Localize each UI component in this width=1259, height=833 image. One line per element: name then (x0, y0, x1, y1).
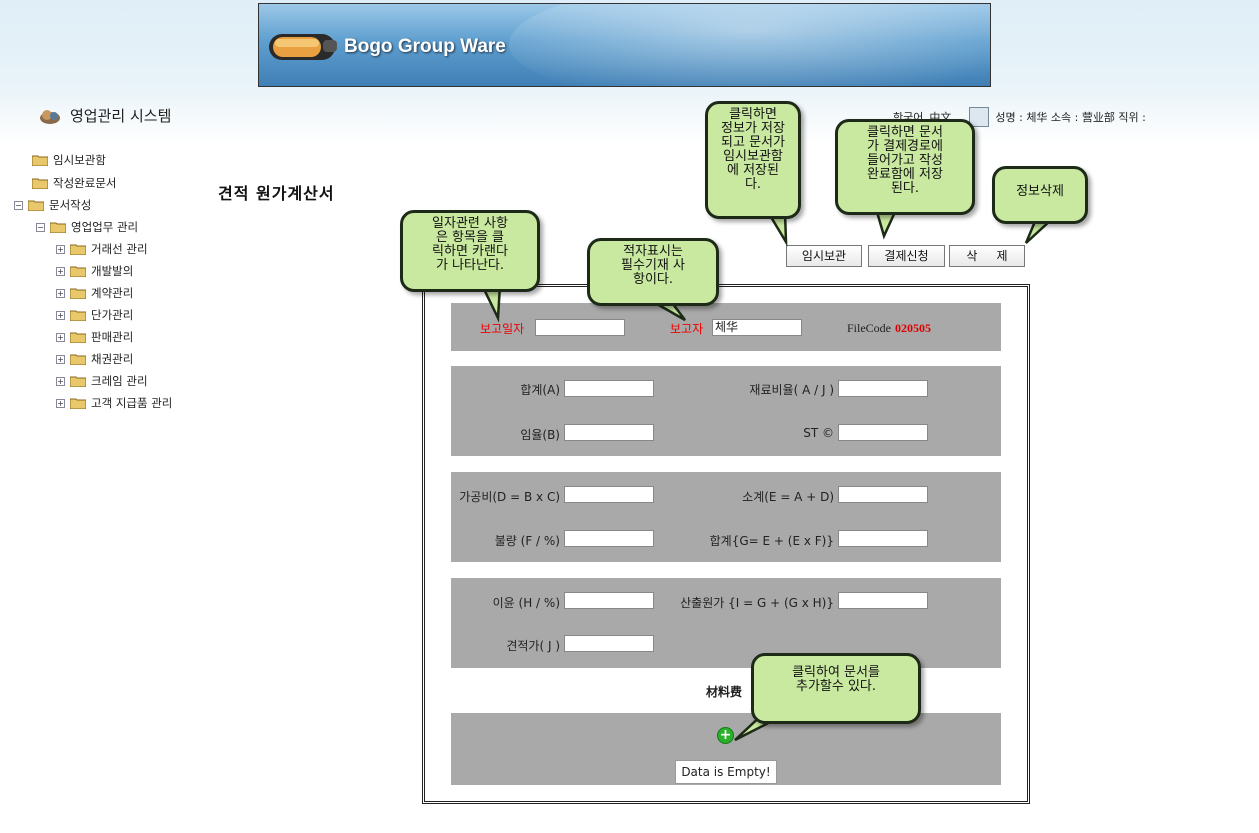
page-title: 견적 원가계산서 (218, 184, 335, 203)
total-g-label: 합계{G= E + (E x F)} (709, 534, 834, 548)
reporter-input[interactable]: 체华 (712, 319, 802, 336)
material-title: 材料费 (706, 685, 743, 699)
report-date-input[interactable] (535, 319, 625, 336)
profit-input[interactable] (564, 592, 654, 609)
system-title-text: 영업관리 시스템 (70, 107, 172, 125)
filecode: FileCode 020505 (847, 321, 931, 336)
collapse-icon[interactable]: − (14, 200, 23, 210)
tree-sales-mgmt[interactable]: − 영업업무 관리 (36, 219, 138, 235)
tree-label: 단가관리 (91, 308, 134, 322)
sum-a-label: 합계(A) (520, 383, 560, 397)
tree-label: 크레임 관리 (91, 374, 148, 388)
tree-label: 문서작성 (49, 198, 92, 212)
user-info: 성명 : 체华 소속 : 营业部 직위 : (995, 111, 1146, 124)
tree-label: 계약관리 (91, 286, 134, 300)
expand-icon[interactable]: + (56, 288, 65, 298)
tree-item[interactable]: + 개발발의 (56, 263, 133, 279)
callout-add-doc: 클릭하여 문서를 추가할수 있다. (751, 653, 921, 724)
tree-label: 임시보관함 (53, 153, 106, 167)
filecode-label: FileCode (847, 321, 891, 335)
tree-label: 채권관리 (91, 352, 134, 366)
banner-wave (509, 4, 990, 86)
tree-label: 영업업무 관리 (71, 220, 139, 234)
tree-temp-box[interactable]: 임시보관함 (32, 152, 106, 168)
tree-item[interactable]: + 고객 지급품 관리 (56, 395, 172, 411)
expand-icon[interactable]: + (56, 310, 65, 320)
calc-cost-label: 산출원가 {I = G + (G x H)} (680, 596, 834, 610)
folder-icon (70, 310, 86, 321)
tree-item[interactable]: + 채권관리 (56, 351, 133, 367)
callout-required: 적자표시는 필수기재 사 항이다. (587, 238, 719, 306)
reporter-label: 보고자 (670, 322, 704, 336)
user-icon (969, 107, 990, 127)
tree-item[interactable]: + 크레임 관리 (56, 373, 148, 389)
delete-button[interactable]: 삭 제 (949, 245, 1025, 267)
goggles-logo-icon (269, 34, 337, 60)
tree-label: 거래선 관리 (91, 242, 148, 256)
calc-cost-input[interactable] (838, 592, 928, 609)
empty-message: Data is Empty! (675, 760, 777, 784)
callout-tail (875, 210, 897, 240)
callout-delete: 정보삭제 (992, 166, 1088, 224)
callout-date: 일자관련 사항 은 항목을 클 릭하면 카랜다 가 나타난다. (400, 210, 540, 292)
report-date-label: 보고일자 (480, 322, 525, 336)
folder-icon (70, 376, 86, 387)
callout-save-temp: 클릭하면 정보가 저장 되고 문서가 임시보관함 에 저장된 다. (705, 101, 801, 219)
processing-label: 가공비(D = B x C) (459, 490, 560, 504)
subtotal-label: 소계(E = A + D) (742, 490, 834, 504)
filecode-value: 020505 (895, 321, 931, 335)
tree-item[interactable]: + 거래선 관리 (56, 241, 148, 257)
st-label: ST © (803, 426, 834, 440)
folder-icon (70, 354, 86, 365)
folder-icon (70, 288, 86, 299)
folder-icon (70, 332, 86, 343)
expand-icon[interactable]: + (56, 266, 65, 276)
st-input[interactable] (838, 424, 928, 441)
collapse-icon[interactable]: − (36, 222, 45, 232)
expand-icon[interactable]: + (56, 354, 65, 364)
callout-approve: 클릭하면 문서 가 결제경로에 들어가고 작성 완료함에 저장 된다. (835, 119, 975, 215)
sum-a-input[interactable] (564, 380, 654, 397)
subtotal-input[interactable] (838, 486, 928, 503)
wage-label: 임율(B) (520, 428, 560, 442)
add-icon[interactable]: + (717, 727, 734, 744)
folder-icon (70, 244, 86, 255)
expand-icon[interactable]: + (56, 376, 65, 386)
tree-label: 판매관리 (91, 330, 134, 344)
tree-item[interactable]: + 판매관리 (56, 329, 133, 345)
material-ratio-label: 재료비율( A / J ) (749, 383, 834, 397)
tree-label: 개발발의 (91, 264, 134, 278)
total-g-input[interactable] (838, 530, 928, 547)
wage-input[interactable] (564, 424, 654, 441)
processing-input[interactable] (564, 486, 654, 503)
banner: Bogo Group Ware (258, 3, 991, 87)
profit-label: 이윤 (H / %) (492, 596, 560, 610)
defect-label: 불량 (F / %) (494, 534, 560, 548)
system-title: 영업관리 시스템 (38, 105, 171, 126)
tree-doc-write[interactable]: − 문서작성 (14, 197, 91, 213)
approve-button[interactable]: 결제신청 (868, 245, 945, 267)
material-ratio-input[interactable] (838, 380, 928, 397)
system-icon (40, 109, 60, 124)
tree-label: 작성완료문서 (53, 176, 117, 190)
quote-label: 견적가( J ) (506, 639, 560, 653)
expand-icon[interactable]: + (56, 244, 65, 254)
open-folder-icon (50, 222, 66, 233)
tree-item[interactable]: + 단가관리 (56, 307, 133, 323)
banner-title: Bogo Group Ware (344, 36, 506, 57)
folder-icon (32, 155, 48, 166)
defect-input[interactable] (564, 530, 654, 547)
tree-done-box[interactable]: 작성완료문서 (32, 175, 116, 191)
folder-icon (70, 398, 86, 409)
open-folder-icon (28, 200, 44, 211)
folder-icon (32, 178, 48, 189)
expand-icon[interactable]: + (56, 398, 65, 408)
tree-item[interactable]: + 계약관리 (56, 285, 133, 301)
folder-icon (70, 266, 86, 277)
quote-input[interactable] (564, 635, 654, 652)
tree-label: 고객 지급품 관리 (91, 396, 173, 410)
expand-icon[interactable]: + (56, 332, 65, 342)
save-temp-button[interactable]: 임시보관 (786, 245, 862, 267)
